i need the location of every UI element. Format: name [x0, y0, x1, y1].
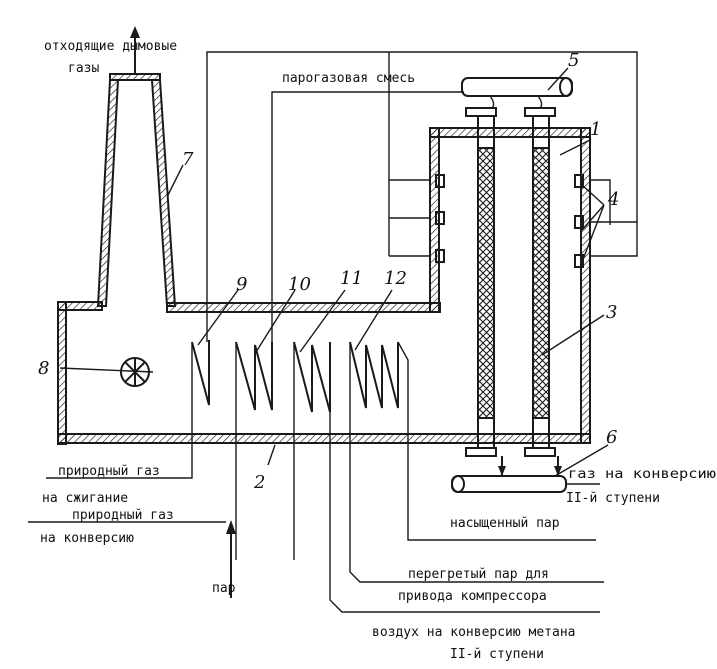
label-gas-to-converter-1: газ на конверсию: [568, 467, 716, 482]
flue-gas-arrow: [130, 26, 140, 74]
bottom-collector: [451, 456, 600, 493]
leader-lines: [59, 67, 609, 477]
reformer-tube-right: [524, 115, 556, 457]
top-collector: [461, 77, 573, 117]
label-gas-to-converter-2: II-й ступени: [566, 491, 660, 506]
callout-7: 7: [182, 149, 194, 170]
coil-9: [191, 340, 210, 406]
callout-5: 5: [568, 50, 579, 71]
coil-12: [349, 341, 399, 409]
pipeline: [28, 51, 638, 613]
label-air-2: II-й ступени: [450, 647, 544, 662]
label-natural-gas-burn-2: на сжигание: [42, 491, 128, 506]
callout-6: 6: [606, 427, 617, 448]
callout-11: 11: [340, 268, 363, 289]
label-natural-gas-conv-2: на конверсию: [40, 531, 134, 546]
label-air-1: воздух на конверсию метана: [372, 625, 576, 640]
label-steam-gas-mix: парогазовая смесь: [282, 71, 415, 86]
burner-symbol: [120, 357, 150, 387]
label-flue-gas-1: отходящие дымовые: [44, 39, 177, 54]
label-natural-gas-burn-1: природный газ: [58, 464, 160, 479]
label-saturated-steam: насыщенный пар: [450, 516, 560, 531]
label-steam: пар: [212, 581, 236, 596]
callout-9: 9: [236, 274, 247, 295]
callout-10: 10: [288, 274, 311, 295]
label-flue-gas-2: газы: [68, 61, 99, 76]
callout-1: 1: [590, 119, 601, 140]
wall-burners: [435, 174, 584, 268]
callout-12: 12: [384, 268, 407, 289]
label-natural-gas-conv-1: природный газ: [72, 508, 174, 523]
callout-3: 3: [606, 302, 617, 323]
coil-10: [235, 341, 273, 411]
callout-2: 2: [253, 472, 265, 493]
reformer-tube-left: [465, 115, 497, 457]
furnace-wall: [57, 73, 591, 445]
label-superheated-steam-2: привода компрессора: [398, 589, 547, 604]
callout-8: 8: [38, 358, 49, 379]
label-superheated-steam-1: перегретый пар для: [408, 567, 549, 582]
callout-4: 4: [607, 189, 619, 210]
coil-11: [293, 341, 331, 413]
